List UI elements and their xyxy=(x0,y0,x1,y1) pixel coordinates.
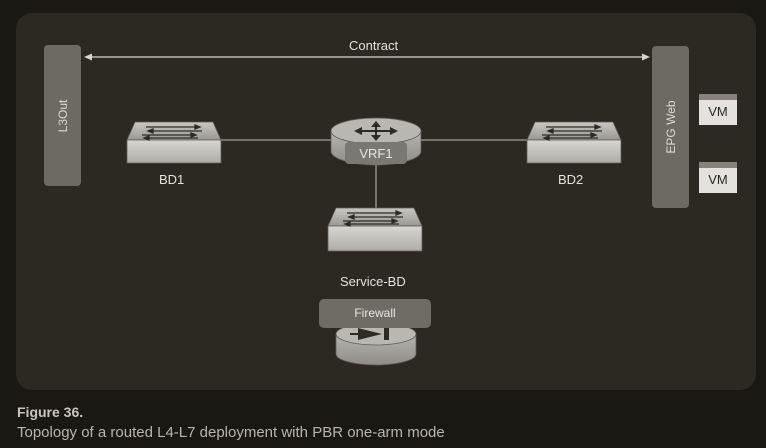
l3out-label: L3Out xyxy=(55,99,70,132)
firewall-label: Firewall xyxy=(354,306,396,320)
figure-number: Figure 36. xyxy=(17,404,84,420)
vm-node: VM xyxy=(699,162,737,193)
bd1-label: BD1 xyxy=(159,172,185,187)
bd2-label: BD2 xyxy=(558,172,584,187)
epg-web-node: EPG Web xyxy=(652,46,689,208)
l3out-node: L3Out xyxy=(44,45,81,186)
firewall-icon xyxy=(335,322,417,366)
figure-caption: Topology of a routed L4-L7 deployment wi… xyxy=(17,424,445,441)
service-bd-label: Service-BD xyxy=(340,274,406,289)
vrf-label-box xyxy=(345,142,407,164)
vm-label: VM xyxy=(708,172,728,187)
bd2-switch-icon xyxy=(526,121,622,164)
contract-arrow xyxy=(84,53,650,61)
vrf-label: VRF1 xyxy=(359,146,393,161)
bd1-switch-icon xyxy=(126,121,222,164)
epg-web-label: EPG Web xyxy=(663,100,678,154)
contract-label: Contract xyxy=(349,38,399,53)
service-bd-switch-icon xyxy=(327,207,423,252)
vm-node: VM xyxy=(699,94,737,125)
firewall-label-box xyxy=(319,299,431,328)
vm-label: VM xyxy=(708,104,728,119)
connection-lines xyxy=(220,139,528,210)
